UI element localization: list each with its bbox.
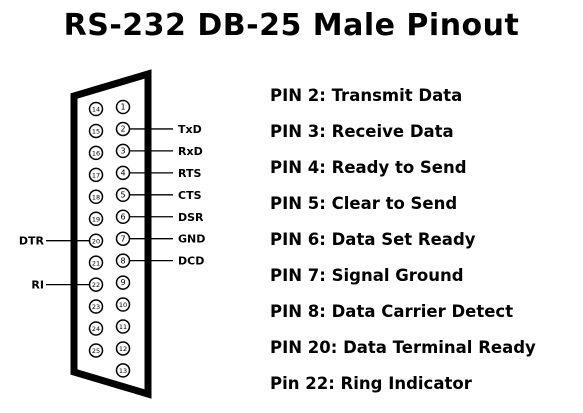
- pin-number: 2: [120, 125, 125, 134]
- signal-label-rts: RTS: [178, 167, 201, 180]
- pin-number: 24: [92, 325, 100, 333]
- pin-number: 22: [92, 281, 100, 289]
- pin-number: 14: [92, 106, 100, 114]
- pin-22: 22: [88, 277, 104, 292]
- pin-1: 1: [115, 99, 131, 115]
- pin-18: 18: [88, 189, 104, 205]
- pin-24: 24: [88, 321, 104, 336]
- pin-21: 21: [88, 255, 104, 270]
- pin-description: Pin 22: Ring Indicator: [270, 374, 472, 393]
- pin-number: 9: [120, 278, 125, 287]
- diagram-title: RS-232 DB-25 Male Pinout: [63, 8, 520, 43]
- pin-number: 6: [120, 212, 125, 221]
- pin-number: 5: [120, 190, 125, 199]
- pin-12: 12: [115, 341, 131, 356]
- pin-description: PIN 8: Data Carrier Detect: [270, 302, 514, 321]
- pin-number: 13: [119, 367, 127, 375]
- pin-description: PIN 7: Signal Ground: [270, 266, 464, 285]
- pin-number: 10: [119, 301, 127, 309]
- pin-23: 23: [88, 299, 104, 314]
- pin-number: 11: [119, 323, 127, 331]
- pin-number: 16: [92, 150, 100, 158]
- pin-7: 7: [115, 231, 131, 246]
- pin-number: 23: [92, 303, 100, 311]
- pin-description: PIN 3: Receive Data: [270, 122, 454, 141]
- pin-15: 15: [88, 123, 104, 139]
- pin-4: 4: [115, 165, 131, 181]
- pin-number: 3: [120, 147, 125, 156]
- signal-label-rxd: RxD: [178, 145, 203, 158]
- pin-number: 4: [120, 168, 125, 177]
- pin-3: 3: [115, 143, 131, 159]
- pin-description: PIN 2: Transmit Data: [270, 86, 463, 105]
- pin-14: 14: [88, 101, 104, 117]
- pin-number: 21: [92, 259, 100, 267]
- pin-25: 25: [88, 343, 104, 358]
- pin-number: 15: [92, 128, 100, 136]
- pin-9: 9: [115, 275, 131, 290]
- pin-description: PIN 20: Data Terminal Ready: [270, 338, 536, 357]
- pin-number: 12: [119, 345, 127, 353]
- signal-label-dsr: DSR: [178, 211, 204, 224]
- pin-6: 6: [115, 209, 131, 224]
- pin-number: 18: [92, 193, 100, 201]
- pin-number: 8: [120, 256, 125, 265]
- pin-20: 20: [88, 233, 104, 248]
- pin-number: 25: [92, 347, 100, 355]
- pin-11: 11: [115, 319, 131, 334]
- pin-13: 13: [115, 363, 131, 378]
- pin-5: 5: [115, 187, 131, 203]
- pin-number: 19: [92, 215, 100, 223]
- pin-number: 1: [120, 103, 125, 112]
- pin-19: 19: [88, 211, 104, 226]
- pin-description: PIN 6: Data Set Ready: [270, 230, 476, 249]
- signal-label-cts: CTS: [178, 189, 202, 202]
- pin-17: 17: [88, 167, 104, 183]
- pin-description: PIN 4: Ready to Send: [270, 158, 467, 177]
- pin-16: 16: [88, 145, 104, 161]
- signal-label-dcd: DCD: [178, 255, 204, 268]
- pin-8: 8: [115, 253, 131, 268]
- pin-number: 17: [92, 171, 100, 179]
- pin-number: 20: [92, 237, 100, 245]
- signal-label-ri: RI: [31, 279, 44, 292]
- signal-label-dtr: DTR: [19, 235, 45, 248]
- pin-number: 7: [120, 234, 125, 243]
- pin-10: 10: [115, 297, 131, 312]
- pin-2: 2: [115, 121, 131, 137]
- signal-label-gnd: GND: [178, 233, 205, 246]
- signal-label-txd: TxD: [178, 123, 202, 136]
- connector-shell: [70, 69, 152, 399]
- pin-description: PIN 5: Clear to Send: [270, 194, 458, 213]
